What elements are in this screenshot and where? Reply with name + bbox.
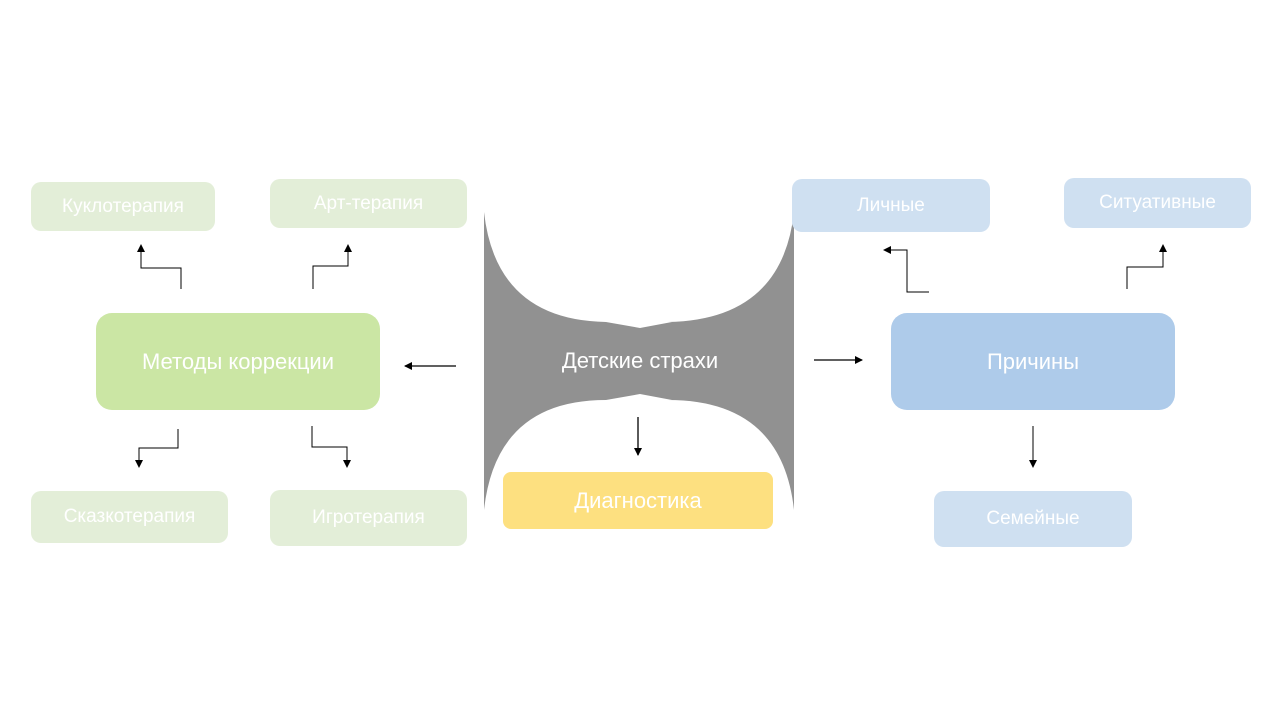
methods-node: Методы коррекции xyxy=(96,313,380,410)
arrow-methods-to-puppet xyxy=(137,244,182,289)
arrow-causes-to-situational xyxy=(1126,244,1167,289)
center-label: Детские страхи xyxy=(561,348,719,373)
art-therapy-node: Арт-терапия xyxy=(270,179,467,228)
arrow-methods-to-art xyxy=(312,244,352,289)
center-shape-notch-bottom xyxy=(606,394,672,400)
arrow-methods-to-game xyxy=(311,426,351,468)
causes-node: Причины xyxy=(891,313,1175,410)
puppet-therapy-node: Куклотерапия xyxy=(31,182,215,231)
situational-cause-node: Ситуативные xyxy=(1064,178,1251,228)
personal-cause-node: Личные xyxy=(792,179,990,232)
center-shape xyxy=(484,212,794,510)
center-shape-notch-top xyxy=(606,322,672,328)
fairy-tale-therapy-node: Сказкотерапия xyxy=(31,491,228,543)
family-cause-node: Семейные xyxy=(934,491,1132,547)
arrow-methods-to-fairy xyxy=(135,429,179,468)
diagnostics-node: Диагностика xyxy=(503,472,773,529)
game-therapy-node: Игротерапия xyxy=(270,490,467,546)
arrow-causes-to-personal xyxy=(883,246,929,293)
